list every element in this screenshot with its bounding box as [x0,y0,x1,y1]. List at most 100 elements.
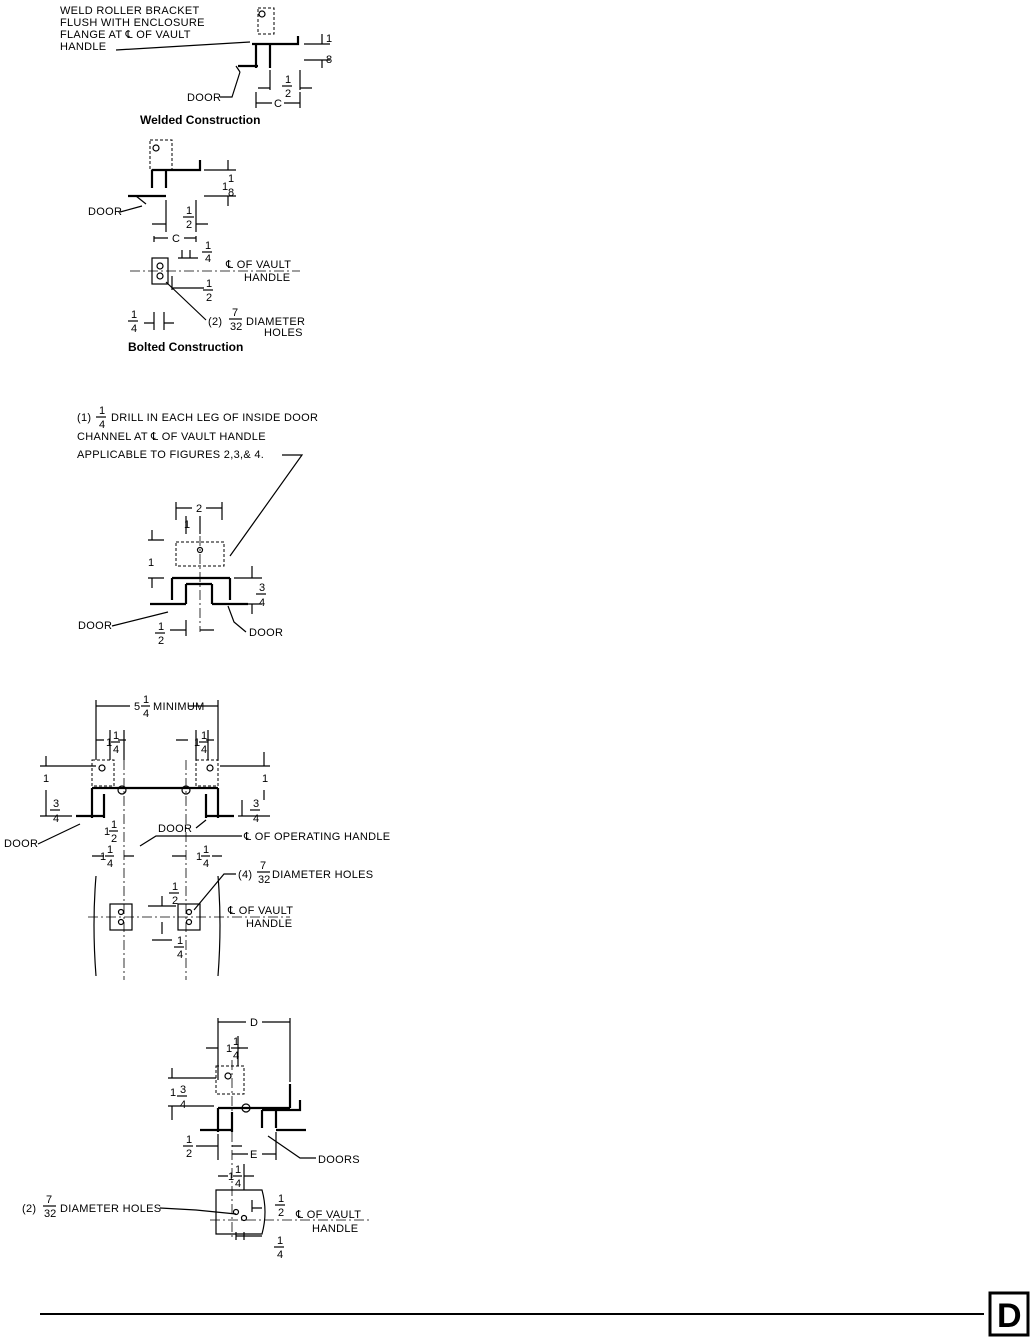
brand-logo: D [988,1291,1030,1337]
fig2-holes-leader [165,281,207,321]
fig1-roller-bracket [257,7,275,35]
fig2-dim-half-den: 2 [186,219,192,231]
fig2-dim-quarter-lines [178,250,198,259]
fig3-dim-half-den: 2 [158,635,164,647]
fig4-dim-114c-den: 4 [203,858,209,870]
fig4-hole-2 [117,918,125,926]
fig5-dim-114b-den: 4 [235,1178,241,1190]
fig2-holes-den: 32 [230,321,242,333]
fig4-dim-114c-num: 1 [203,844,209,856]
fig3-dim-34-lines [234,566,262,614]
fig5-holes-label: DIAMETER HOLES [60,1203,161,1215]
fig4-dim-114-left-whole: 1 [106,737,112,749]
fig1-dim-1: 1 [326,33,332,45]
figure-welded-construction: WELD ROLLER BRACKET FLUSH WITH ENCLOSURE… [60,5,332,127]
fig5-hole-1 [232,1208,240,1216]
fig1-door-label: DOOR [187,92,221,104]
fig5-dim-114b-whole: 1 [228,1171,234,1183]
fig4-dim-114-left-lines [96,730,126,760]
fig4-dim-minimum-lines [95,700,219,760]
fig5-dim-half2-lines [251,1200,262,1212]
fig5-dim-d-lines [217,1018,291,1082]
fig2-dim-half-num: 1 [186,205,192,217]
fig4-bracket-left [91,759,115,787]
fig3-roller [196,546,204,554]
fig4-bolt-left [117,785,127,795]
fig4-door-outer-leader [37,823,81,845]
fig3-dim-half-lines [170,620,214,636]
fig1-dim-half-num: 1 [285,74,291,86]
fig1-dim-c: C [274,98,282,110]
fig1-dim-half-den: 2 [285,88,291,100]
fig4-minimum-label: MINIMUM [153,701,205,713]
fig4-hole-1 [117,908,125,916]
fig5-dim-114b-lines [218,1164,254,1190]
fig5-holes-leader [159,1207,237,1215]
fig5-dim-114-num: 1 [233,1036,239,1048]
fig5-vault-line1: ℄ OF VAULT [295,1209,361,1221]
fig3-door-right-leader [227,605,247,633]
logo-frame [988,1291,1030,1337]
fig2-holes-num: 7 [232,307,238,319]
fig5-dim-114b-num: 1 [235,1164,241,1176]
fig4-dim-112-num: 1 [111,819,117,831]
fig3-door-right: DOOR [249,627,283,639]
fig3-note-den: 4 [99,419,105,431]
fig3-note-leader [229,454,304,557]
fig4-hole-3 [185,908,193,916]
fig3-dim-half-num: 1 [158,621,164,633]
fig2-door-label: DOOR [88,206,122,218]
fig4-door-inner: DOOR [158,823,192,835]
fig5-dim-114-den: 4 [233,1050,239,1062]
figure-offset-doors: D 1 1 4 1 3 4 1 2 E DOORS 1 1 4 [22,1017,370,1261]
fig3-dim-2: 2 [196,503,202,515]
fig2-hole-1 [156,262,164,270]
fig3-dim-1-left: 1 [148,557,154,569]
fig5-holes-num: 7 [46,1194,52,1206]
fig5-hole-2 [240,1214,248,1222]
fig2-holes-line2: HOLES [264,327,303,339]
fig3-note-line3: APPLICABLE TO FIGURES 2,3,& 4. [77,449,264,461]
fig2-dim-half2-num: 1 [206,278,212,290]
fig3-channel-outer [170,576,232,600]
fig1-dim-half-lines [258,70,312,90]
fig4-holes-prefix: (4) [238,869,252,881]
fig4-operating-leader [139,835,242,847]
fig5-plate [215,1189,266,1235]
fig4-dim-half-num: 1 [172,881,178,893]
figure-double-door: 5 1 4 MINIMUM 1 1 4 1 1 4 1 1 3 4 [4,694,390,980]
fig2-holes-prefix: (2) [208,316,222,328]
fig2-dim-8: 8 [228,187,234,199]
fig3-dim-1-top: 1 [184,519,190,531]
fig4-dim-114b-den: 4 [107,858,113,870]
fig1-leader [115,41,251,51]
fig4-dim-34-left-num: 3 [53,798,59,810]
fig1-dim-8: 8 [326,54,332,66]
fig5-dim-half2-num: 1 [278,1193,284,1205]
fig4-dim-half-lines [148,896,176,907]
fig4-dim-112-den: 2 [111,833,117,845]
fig2-dim-quarter2-den: 4 [131,323,137,335]
fig5-dim-e-lines [232,1132,277,1160]
fig4-minimum-num: 1 [143,694,149,706]
fig3-dim-34-den: 4 [259,597,265,609]
fig2-roller-bracket [149,139,173,171]
fig4-dim-1-right: 1 [262,773,268,785]
fig5-dim-1-lines [168,1068,216,1120]
fig4-vault-line2: HANDLE [246,918,292,930]
fig2-dim-c: C [172,233,180,245]
fig5-dim-quarter-den: 4 [277,1249,283,1261]
fig4-dim-34-left-lines [40,800,72,817]
fig5-dim-34-num: 3 [180,1084,186,1096]
fig4-operating-handle: ℄ OF OPERATING HANDLE [243,831,390,843]
fig5-dim-quarter-lines [235,1232,262,1240]
fig1-door-leader [220,71,241,98]
fig2-dim-half2-lines [171,276,204,290]
fig3-note-line1: DRILL IN EACH LEG OF INSIDE DOOR [111,412,318,424]
fig3-door-left: DOOR [78,620,112,632]
fig4-holes-num: 7 [260,860,266,872]
fig4-roller-left [98,764,106,772]
fig4-holes-leader [193,873,236,911]
fig2-dim-half-lines [152,200,208,232]
fig4-dim-quarter-lines [152,922,172,941]
